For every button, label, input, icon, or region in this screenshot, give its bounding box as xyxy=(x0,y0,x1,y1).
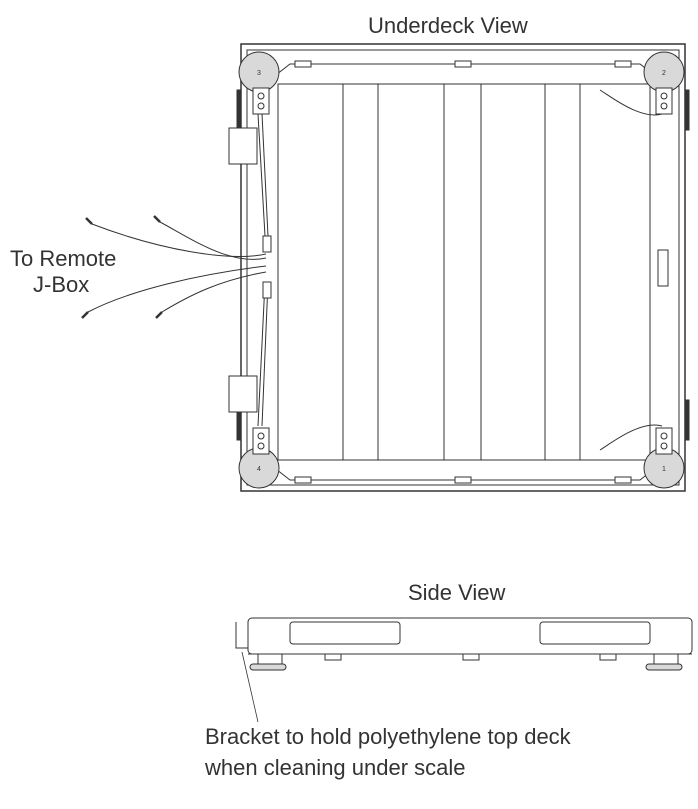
remote-jbox-label-line2: J-Box xyxy=(33,272,90,297)
internal-cables xyxy=(257,89,663,451)
load-cell-1 xyxy=(643,427,685,489)
junction-box-lower xyxy=(228,375,258,413)
side-view-feet xyxy=(249,653,683,671)
bracket-leader-line xyxy=(241,651,259,723)
junction-box-upper xyxy=(228,127,258,165)
corner-number-1: 1 xyxy=(662,466,666,473)
corner-number-2: 2 xyxy=(662,70,666,77)
load-cell-4 xyxy=(238,427,280,489)
remote-jbox-label-line1: To Remote xyxy=(10,246,117,271)
bracket-callout-line2: when cleaning under scale xyxy=(205,755,466,780)
load-cell-3 xyxy=(238,51,280,115)
remote-cables xyxy=(81,215,267,319)
underdeck-frame xyxy=(236,43,690,492)
bracket-callout-line1: Bracket to hold polyethylene top deck xyxy=(205,724,571,749)
corner-number-4: 4 xyxy=(257,466,261,473)
deck-panel xyxy=(277,83,651,461)
underdeck-view-title: Underdeck View xyxy=(368,13,528,38)
side-view-title: Side View xyxy=(408,580,506,605)
corner-number-3: 3 xyxy=(257,70,261,77)
side-view-profile xyxy=(247,617,693,661)
bracket xyxy=(235,622,248,649)
load-cell-2 xyxy=(643,51,685,115)
